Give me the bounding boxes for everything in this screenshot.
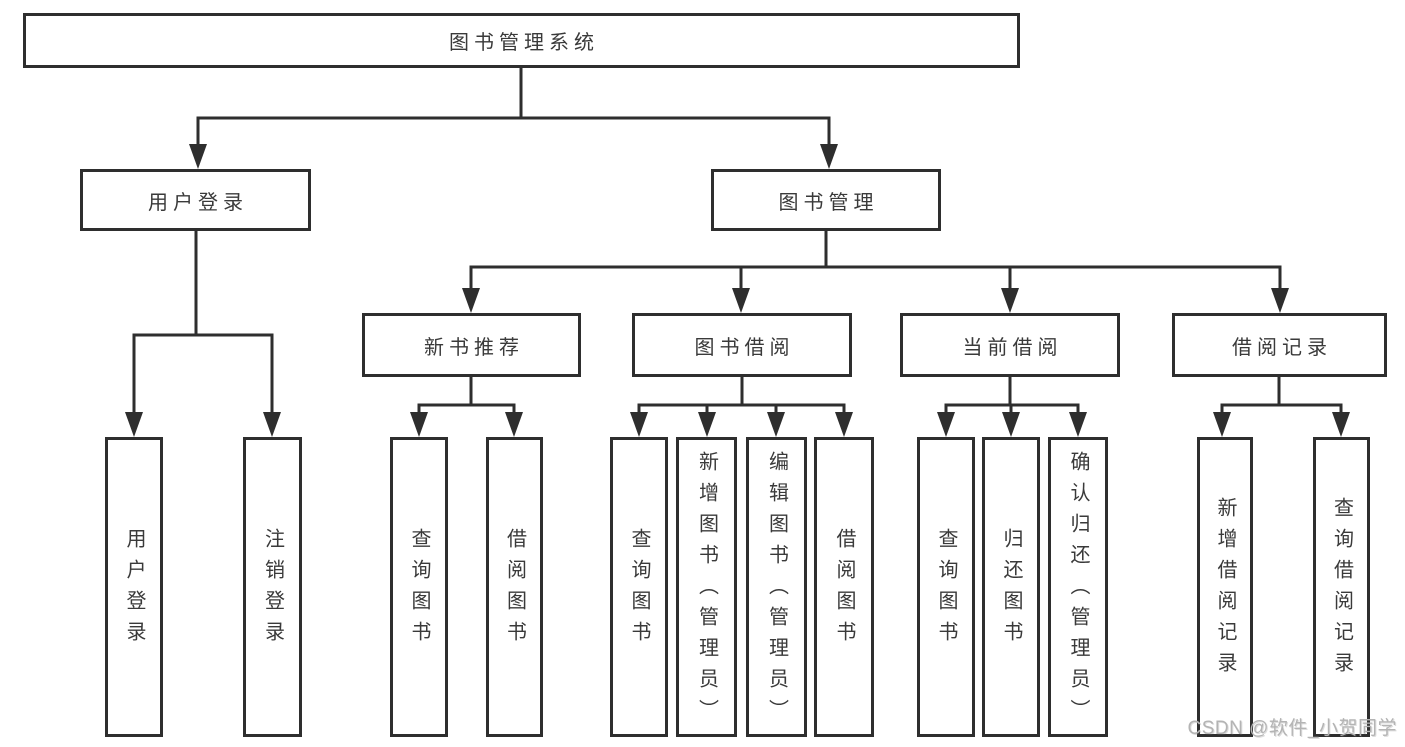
leaf-bb-edit-book: 编辑图书（管理员）: [746, 437, 807, 737]
node-new-book-recommend: 新书推荐: [362, 313, 581, 377]
node-book-mgmt-label: 图书管理: [778, 191, 879, 214]
arrowhead-icon: [1332, 412, 1350, 437]
node-book-borrow-label: 图书借阅: [694, 336, 795, 359]
leaf-cb-return-book-label: 归还图书: [1000, 528, 1022, 652]
connector-user-login-to-leaves: [125, 229, 281, 437]
leaf-br-query-record-label: 查询借阅记录: [1330, 497, 1353, 683]
leaf-cb-query-book-label: 查询图书: [935, 528, 957, 652]
leaf-br-query-record: 查询借阅记录: [1313, 437, 1370, 737]
arrowhead-icon: [630, 412, 648, 437]
connector-book-mgmt-to-level3: [462, 229, 1289, 313]
arrowhead-icon: [820, 144, 838, 169]
node-current-borrow: 当前借阅: [900, 313, 1120, 377]
leaf-bb-borrow-book: 借阅图书: [814, 437, 874, 737]
node-borrow-record-label: 借阅记录: [1232, 336, 1332, 359]
leaf-bb-add-book: 新增图书（管理员）: [676, 437, 737, 737]
arrowhead-icon: [189, 144, 207, 169]
node-borrow-record: 借阅记录: [1172, 313, 1387, 377]
leaf-cb-return-book: 归还图书: [982, 437, 1040, 737]
arrowhead-icon: [1002, 412, 1020, 437]
node-book-borrow: 图书借阅: [632, 313, 852, 377]
arrowhead-icon: [1069, 412, 1087, 437]
leaf-cb-query-book: 查询图书: [917, 437, 975, 737]
arrowhead-icon: [732, 288, 750, 313]
node-new-book-recommend-label: 新书推荐: [424, 336, 524, 359]
arrowhead-icon: [1213, 412, 1231, 437]
node-book-mgmt: 图书管理: [711, 169, 941, 231]
leaf-br-add-record-label: 新增借阅记录: [1214, 497, 1236, 683]
leaf-nb-query-book-label: 查询图书: [408, 528, 430, 652]
arrowhead-icon: [263, 412, 281, 437]
arrowhead-icon: [505, 412, 523, 437]
leaf-br-add-record: 新增借阅记录: [1197, 437, 1253, 737]
arrowhead-icon: [125, 412, 143, 437]
leaf-bb-query-book-label: 查询图书: [628, 528, 650, 652]
leaf-nb-query-book: 查询图书: [390, 437, 448, 737]
leaf-cb-confirm-return-label: 确认归还（管理员）: [1067, 450, 1089, 730]
node-user-login: 用户登录: [80, 169, 311, 231]
leaf-bb-borrow-book-label: 借阅图书: [833, 528, 855, 652]
leaf-cb-confirm-return: 确认归还（管理员）: [1048, 437, 1108, 737]
node-root-label: 图书管理系统: [449, 32, 599, 54]
leaf-user-login: 用户登录: [105, 437, 163, 737]
node-root: 图书管理系统: [23, 13, 1020, 68]
arrowhead-icon: [410, 412, 428, 437]
leaf-bb-query-book: 查询图书: [610, 437, 668, 737]
leaf-user-login-label: 用户登录: [123, 528, 145, 652]
arrowhead-icon: [698, 412, 716, 437]
node-current-borrow-label: 当前借阅: [962, 336, 1063, 359]
leaf-bb-edit-book-label: 编辑图书（管理员）: [765, 450, 788, 730]
connector-root-to-level2: [189, 66, 838, 169]
arrowhead-icon: [835, 412, 853, 437]
arrowhead-icon: [462, 288, 480, 313]
leaf-logout-label: 注销登录: [261, 528, 284, 652]
arrowhead-icon: [937, 412, 955, 437]
connector-book-borrow-to-leaves: [630, 375, 853, 437]
connector-borrow-record-to-leaves: [1213, 375, 1350, 437]
leaf-nb-borrow-book-label: 借阅图书: [503, 528, 526, 652]
leaf-nb-borrow-book: 借阅图书: [486, 437, 543, 737]
arrowhead-icon: [1271, 288, 1289, 313]
connector-current-borrow-to-leaves: [937, 375, 1087, 437]
arrowhead-icon: [767, 412, 785, 437]
arrowhead-icon: [1001, 288, 1019, 313]
node-user-login-label: 用户登录: [148, 191, 248, 214]
connector-new-book-recommend-to-leaves: [410, 375, 523, 437]
csdn-watermark: CSDN @软件_小贺同学: [1187, 718, 1397, 739]
leaf-logout: 注销登录: [243, 437, 302, 737]
leaf-bb-add-book-label: 新增图书（管理员）: [695, 450, 718, 730]
